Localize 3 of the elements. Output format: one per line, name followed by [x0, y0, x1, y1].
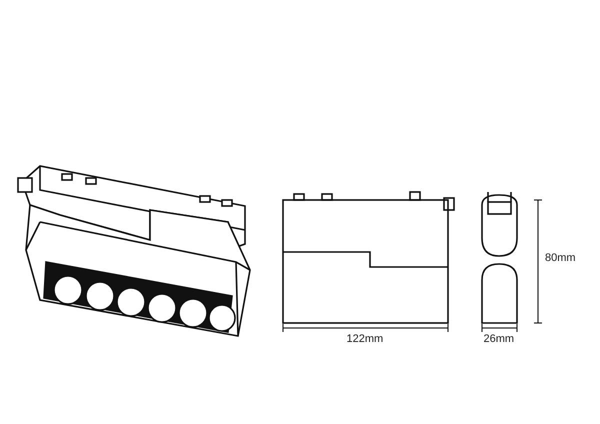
dimension-label: 26mm [484, 333, 514, 346]
dimension-label: 122mm [346, 333, 384, 346]
dimension-label: 80mm [545, 252, 576, 265]
